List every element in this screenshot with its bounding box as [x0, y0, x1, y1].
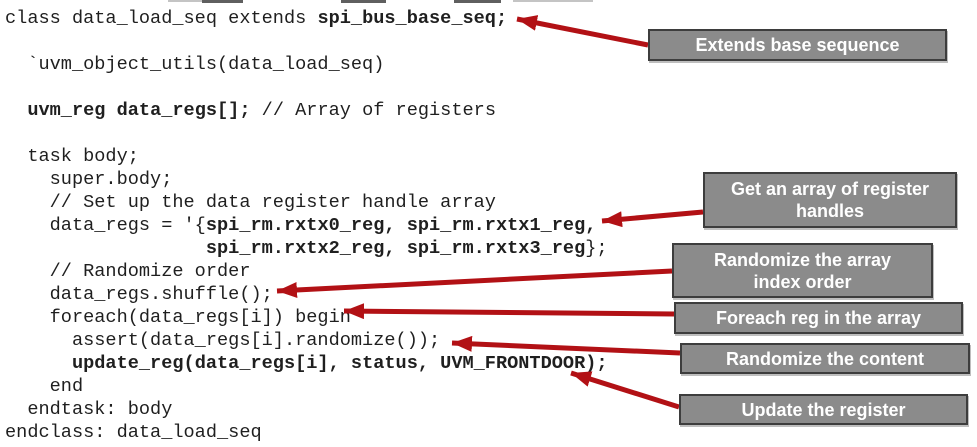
code-segment: task body;	[5, 146, 139, 167]
crop-artifact	[513, 0, 593, 2]
code-line: super.body;	[5, 168, 608, 191]
code-segment: end	[5, 376, 84, 397]
code-line: class data_load_seq extends spi_bus_base…	[5, 7, 608, 30]
code-segment: `uvm_object_utils(data_load_seq)	[5, 54, 385, 75]
code-segment: foreach(data_regs[i]) begin	[5, 307, 351, 328]
callout-label: Randomize the content	[725, 348, 924, 369]
code-segment: // Array of registers	[250, 100, 496, 121]
callout-extends-base-sequence: Extends base sequence	[648, 29, 947, 61]
callout-get-array-of-register-handles: Get an array of register handles	[703, 172, 957, 228]
callout-label: Extends base sequence	[695, 35, 900, 55]
code-segment: endtask: body	[5, 399, 173, 420]
code-line	[5, 122, 608, 145]
code-line: end	[5, 375, 608, 398]
code-segment-bold: spi_rm.rxtx0_reg, spi_rm.rxtx1_reg,	[205, 215, 597, 236]
code-line: endtask: body	[5, 398, 608, 421]
code-segment: class data_load_seq extends	[5, 8, 318, 29]
code-segment: data_regs = '{	[5, 215, 206, 236]
code-line: task body;	[5, 145, 608, 168]
callout-label: Foreach reg in the array	[715, 308, 922, 328]
code-line: assert(data_regs[i].randomize());	[5, 329, 608, 352]
code-segment	[5, 353, 72, 374]
arrow-get-array-of-register-handles	[601, 209, 704, 228]
code-segment: // Set up the data register handle array	[5, 192, 496, 213]
callout-randomize-array-index-order: Randomize the array index order	[672, 243, 933, 298]
code-segment: assert(data_regs[i].randomize());	[5, 330, 441, 351]
code-line: // Set up the data register handle array	[5, 191, 608, 214]
code-block: class data_load_seq extends spi_bus_base…	[5, 7, 608, 444]
crop-artifact	[168, 0, 203, 2]
code-line: data_regs.shuffle();	[5, 283, 608, 306]
code-segment: endclass: data_load_seq	[5, 422, 262, 443]
code-line: data_regs = '{spi_rm.rxtx0_reg, spi_rm.r…	[5, 214, 608, 237]
code-line: spi_rm.rxtx2_reg, spi_rm.rxtx3_reg};	[5, 237, 608, 260]
code-line	[5, 76, 608, 99]
callout-randomize-the-content: Randomize the content	[680, 343, 970, 374]
code-segment: };	[585, 238, 608, 259]
callout-update-the-register: Update the register	[679, 394, 968, 425]
callout-label: Randomize the array index order	[713, 249, 892, 292]
code-segment: // Randomize order	[5, 261, 251, 282]
code-segment: super.body;	[5, 169, 173, 190]
code-segment: data_regs.shuffle();	[5, 284, 273, 305]
code-line: foreach(data_regs[i]) begin	[5, 306, 608, 329]
code-line	[5, 30, 608, 53]
callout-label: Update the register	[741, 399, 906, 420]
crop-artifact	[341, 0, 386, 3]
code-line: update_reg(data_regs[i], status, UVM_FRO…	[5, 352, 608, 375]
code-line: uvm_reg data_regs[]; // Array of registe…	[5, 99, 608, 122]
code-segment-bold: uvm_reg data_regs[];	[27, 100, 251, 121]
code-segment-bold: update_reg(data_regs[i], status, UVM_FRO…	[71, 353, 608, 374]
code-line: `uvm_object_utils(data_load_seq)	[5, 53, 608, 76]
crop-artifact	[202, 0, 243, 3]
code-line: endclass: data_load_seq	[5, 421, 608, 444]
crop-artifact	[454, 0, 501, 3]
code-line: // Randomize order	[5, 260, 608, 283]
code-segment	[5, 100, 27, 121]
code-segment	[5, 238, 206, 259]
code-segment-bold: spi_rm.rxtx2_reg, spi_rm.rxtx3_reg	[205, 238, 586, 259]
callout-foreach-reg-in-array: Foreach reg in the array	[674, 302, 963, 334]
code-segment-bold: spi_bus_base_seq;	[317, 8, 508, 29]
callout-label: Get an array of register handles	[730, 179, 930, 221]
